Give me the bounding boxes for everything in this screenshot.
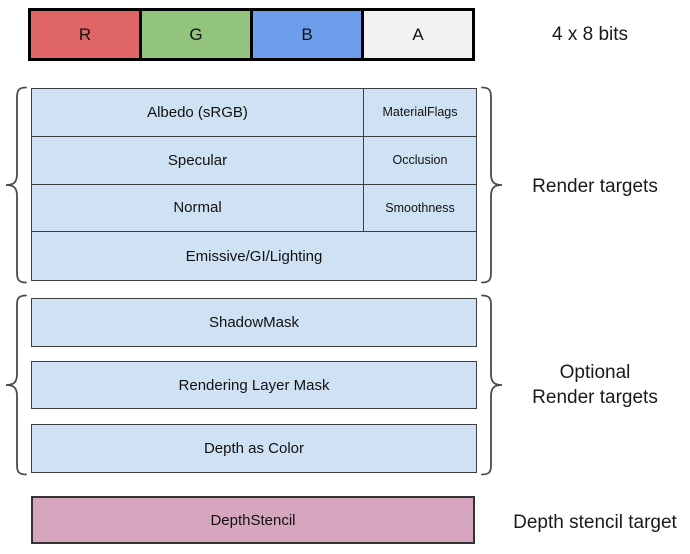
channel-cell-r: R — [31, 11, 142, 58]
optional-targets-left-brace — [5, 294, 27, 476]
rgba-strip: R G B A — [28, 8, 475, 61]
table-row: Emissive/GI/Lighting — [32, 232, 476, 280]
cell-materialflags: MaterialFlags — [364, 89, 476, 136]
optional-targets-right-brace — [481, 294, 503, 476]
render-targets-table: Albedo (sRGB) MaterialFlags Specular Occ… — [31, 88, 477, 281]
box-rendering-layer-mask: Rendering Layer Mask — [31, 361, 477, 409]
optional-label-line2: Render targets — [532, 387, 658, 408]
cell-specular: Specular — [32, 136, 364, 184]
box-depthstencil: DepthStencil — [31, 496, 475, 544]
table-row: Normal Smoothness — [32, 184, 476, 233]
render-targets-label: Render targets — [532, 176, 658, 197]
channel-cell-a: A — [364, 11, 472, 58]
depth-stencil-target-label: Depth stencil target — [513, 512, 677, 533]
cell-occlusion: Occlusion — [364, 136, 476, 184]
box-depth-as-color: Depth as Color — [31, 424, 477, 473]
bits-caption: 4 x 8 bits — [551, 24, 629, 45]
channel-cell-b: B — [253, 11, 364, 58]
cell-emissive: Emissive/GI/Lighting — [32, 232, 476, 280]
render-targets-left-brace — [5, 86, 27, 284]
optional-render-targets-label: Optional Render targets — [500, 360, 690, 410]
table-row: Albedo (sRGB) MaterialFlags — [32, 89, 476, 137]
channel-cell-g: G — [142, 11, 253, 58]
box-shadowmask: ShadowMask — [31, 298, 477, 347]
cell-normal: Normal — [32, 184, 364, 232]
optional-label-line1: Optional — [559, 362, 631, 383]
cell-smoothness: Smoothness — [364, 184, 476, 232]
cell-albedo: Albedo (sRGB) — [32, 89, 364, 136]
render-targets-right-brace — [481, 86, 503, 284]
table-row: Specular Occlusion — [32, 136, 476, 185]
